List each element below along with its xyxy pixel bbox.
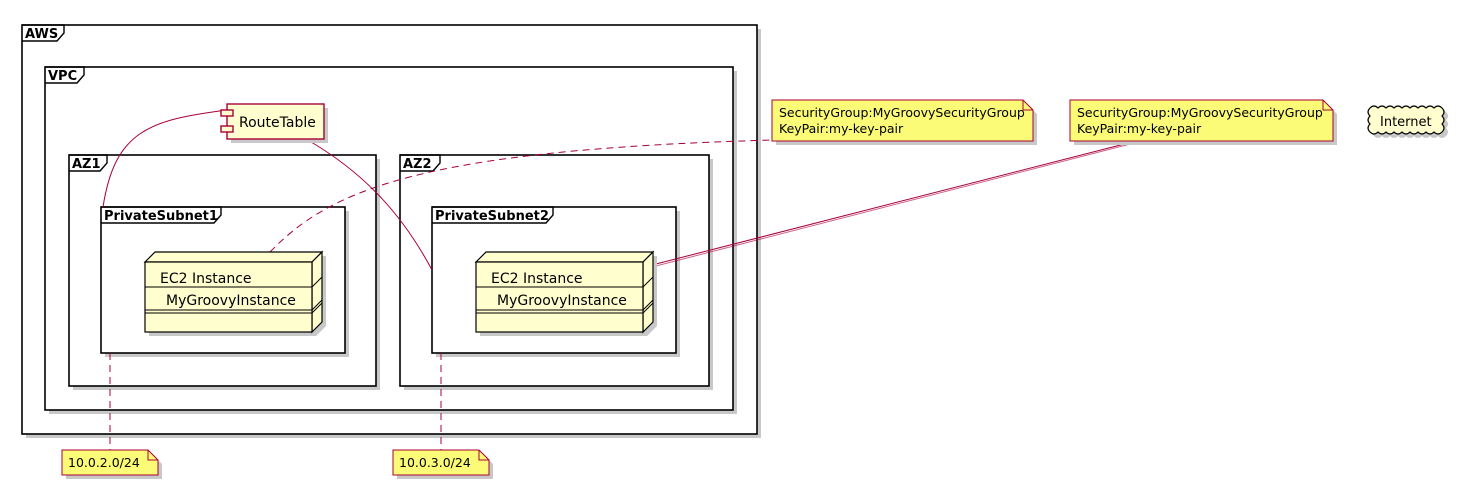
- node2-name: MyGroovyInstance: [497, 293, 627, 309]
- frame-subnet2-title: PrivateSubnet2: [435, 209, 549, 224]
- node1-name: MyGroovyInstance: [166, 293, 296, 309]
- note-instance2-security[interactable]: SecurityGroup:MyGroovySecurityGroup KeyP…: [1069, 99, 1337, 145]
- note-instance1-security[interactable]: SecurityGroup:MyGroovySecurityGroup KeyP…: [771, 99, 1037, 145]
- link-routetable-subnet2: [305, 138, 433, 271]
- frame-aws-title: AWS: [25, 27, 58, 42]
- route-table-label: RouteTable: [239, 115, 316, 131]
- note1-line2: KeyPair:my-key-pair: [779, 121, 904, 136]
- link-routetable-subnet1: [102, 109, 228, 208]
- note-subnet2-cidr[interactable]: 10.0.3.0/24: [392, 449, 493, 479]
- subnet2-cidr-text: 10.0.3.0/24: [399, 455, 471, 470]
- frame-az2-title: AZ2: [403, 157, 432, 172]
- frame-az1-title: AZ1: [72, 157, 101, 172]
- connectors: [102, 109, 1139, 450]
- note2-line2: KeyPair:my-key-pair: [1077, 121, 1202, 136]
- note1-line1: SecurityGroup:MyGroovySecurityGroup: [779, 105, 1025, 120]
- subnet1-cidr-text: 10.0.2.0/24: [68, 455, 140, 470]
- node1-stereotype: EC2 Instance: [160, 271, 252, 287]
- node-ec2-instance-2[interactable]: EC2 Instance MyGroovyInstance: [474, 250, 657, 336]
- node-ec2-instance-1[interactable]: EC2 Instance MyGroovyInstance: [143, 250, 326, 336]
- link-instance2-note: [651, 140, 1137, 266]
- link-instance2-note-double: [651, 141, 1139, 268]
- cloud-internet[interactable]: Internet: [1367, 105, 1448, 138]
- component-route-table[interactable]: RouteTable: [220, 103, 328, 143]
- frame-vpc-title: VPC: [48, 69, 77, 84]
- node2-stereotype: EC2 Instance: [491, 271, 583, 287]
- internet-label: Internet: [1380, 115, 1432, 130]
- frame-subnet1-title: PrivateSubnet1: [104, 209, 218, 224]
- note-subnet1-cidr[interactable]: 10.0.2.0/24: [61, 449, 162, 479]
- link-note-instance1: [269, 139, 773, 253]
- note2-line1: SecurityGroup:MyGroovySecurityGroup: [1077, 105, 1323, 120]
